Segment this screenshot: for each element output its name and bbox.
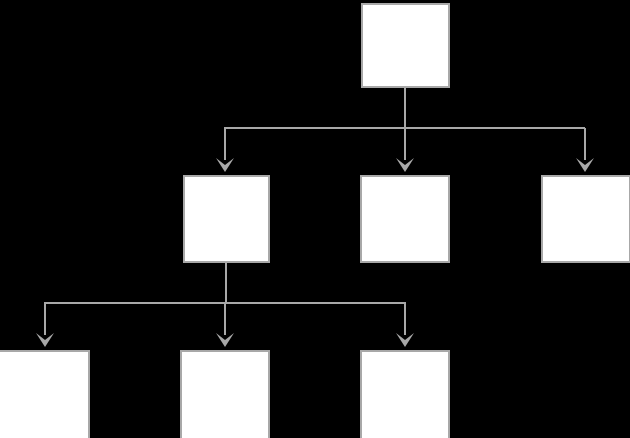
arrowhead-child-2-icon <box>396 158 414 172</box>
node-child-2[interactable] <box>360 175 450 263</box>
node-child-1[interactable] <box>183 175 270 263</box>
node-grandchild-1-label <box>0 352 88 438</box>
node-child-2-label <box>362 177 448 261</box>
arrowhead-child-1-icon <box>216 158 234 172</box>
node-child-3[interactable] <box>541 175 630 263</box>
node-root[interactable] <box>361 3 450 88</box>
node-grandchild-2-label <box>182 352 268 438</box>
node-root-label <box>363 5 448 86</box>
arrowhead-child-3-icon <box>576 158 594 172</box>
arrowhead-grandchild-3-icon <box>396 333 414 347</box>
node-child-1-label <box>185 177 268 261</box>
node-grandchild-1[interactable] <box>0 350 90 438</box>
arrowhead-grandchild-2-icon <box>216 333 234 347</box>
node-child-3-label <box>543 177 629 261</box>
node-grandchild-3-label <box>362 352 448 438</box>
arrowhead-grandchild-1-icon <box>36 333 54 347</box>
node-grandchild-3[interactable] <box>360 350 450 438</box>
node-grandchild-2[interactable] <box>180 350 270 438</box>
